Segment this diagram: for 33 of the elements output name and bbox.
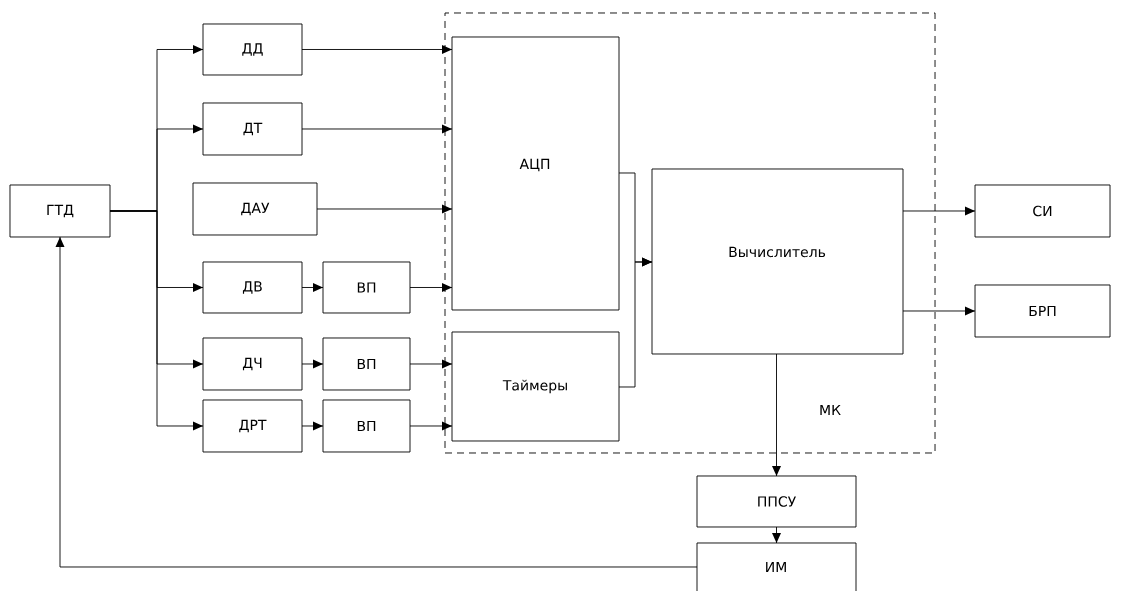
arrow [301,124,453,134]
block-box: ДЧ [202,337,303,391]
arrow [301,421,324,431]
block-box: ДАУ [192,182,318,236]
arrow [301,359,324,369]
block-box: Таймеры [451,331,620,442]
arrow [902,306,976,316]
arrow [409,359,453,369]
block-box: ВП [322,261,411,314]
block-box: ГТД [9,184,111,238]
arrow [109,210,204,431]
block-box: АЦП [451,36,620,311]
arrow [316,204,453,214]
block-box: ДД [202,23,303,76]
arrow [772,353,781,477]
arrow [772,526,781,544]
arrow [301,45,453,54]
arrow [301,283,324,292]
block-box: ИМ [696,542,857,591]
block-box: ВП [322,337,411,391]
arrow [409,283,453,292]
arrow [902,206,976,216]
block-box: ДВ [202,261,303,314]
arrow [55,236,698,568]
block-box: ДТ [202,102,303,156]
arrow [618,257,653,388]
block-box: ППСУ [696,475,857,528]
block-box: Вычислитель [651,168,904,355]
block-box: ДРТ [202,399,303,453]
arrow [409,421,453,431]
block-box: СИ [974,184,1111,238]
block-box: БРП [974,284,1111,338]
block-box: ВП [322,399,411,453]
